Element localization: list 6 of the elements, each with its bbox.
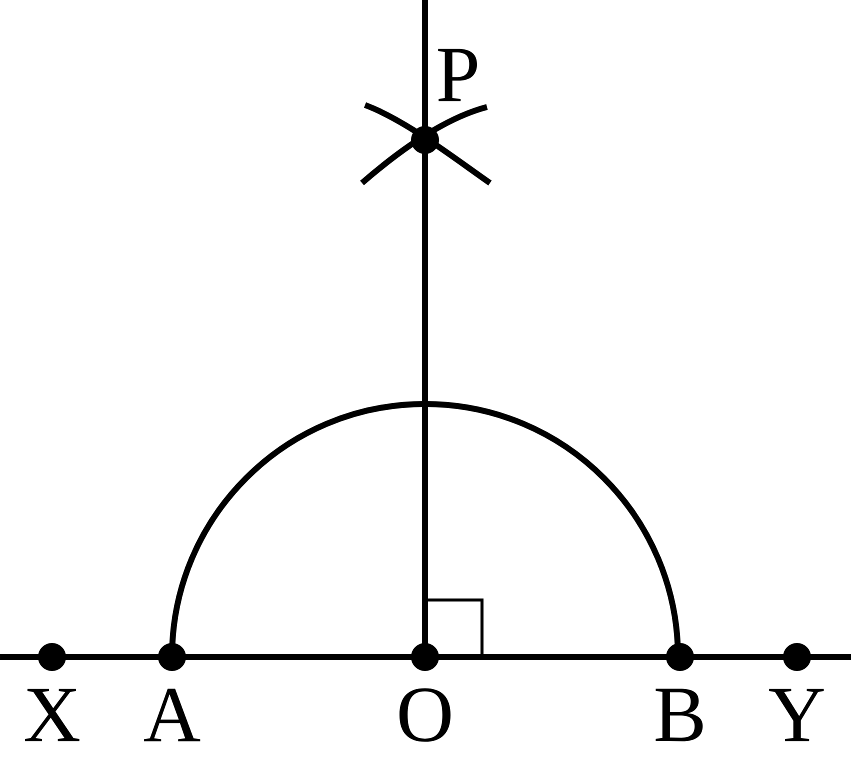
point-label: Y — [769, 688, 824, 742]
point-label: B — [656, 688, 703, 742]
point-label: X — [24, 688, 80, 742]
point-label: O — [400, 688, 451, 742]
point-label: A — [144, 688, 200, 742]
point-label: P — [438, 48, 477, 102]
